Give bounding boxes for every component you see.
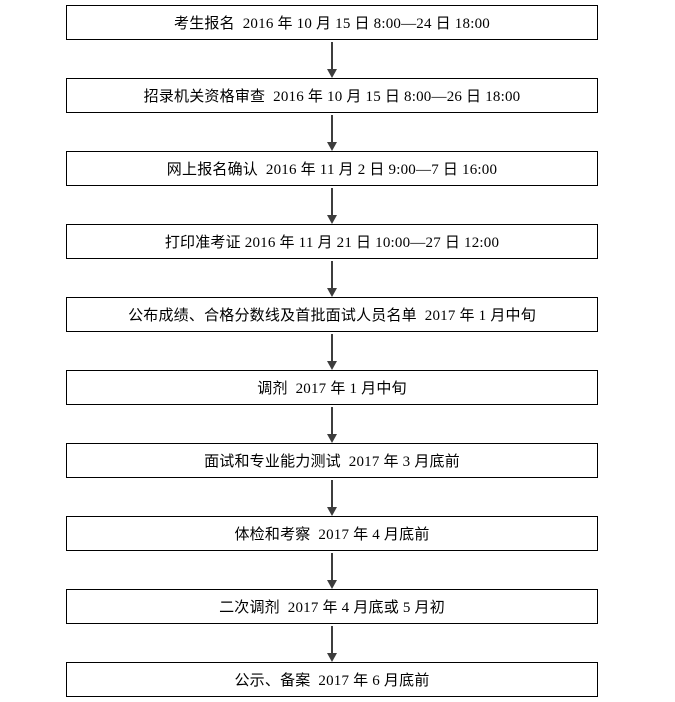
flow-step-3-online-confirmation: 网上报名确认 2016 年 11 月 2 日 9:00—7 日 16:00 <box>66 151 598 186</box>
arrow-line <box>331 334 333 361</box>
arrow-line <box>331 480 333 507</box>
arrow-down-icon <box>327 580 337 589</box>
flow-arrow-4 <box>66 259 598 297</box>
arrow-down-icon <box>327 434 337 443</box>
flow-step-1-candidate-registration: 考生报名 2016 年 10 月 15 日 8:00—24 日 18:00 <box>66 5 598 40</box>
flow-step-9-second-adjustment: 二次调剂 2017 年 4 月底或 5 月初 <box>66 589 598 624</box>
flow-arrow-9 <box>66 624 598 662</box>
flow-arrow-2 <box>66 113 598 151</box>
flow-step-4-print-admission-ticket: 打印准考证 2016 年 11 月 21 日 10:00—27 日 12:00 <box>66 224 598 259</box>
flow-arrow-5 <box>66 332 598 370</box>
flow-arrow-1 <box>66 40 598 78</box>
flow-step-5-publish-scores: 公布成绩、合格分数线及首批面试人员名单 2017 年 1 月中旬 <box>66 297 598 332</box>
flow-arrow-6 <box>66 405 598 443</box>
arrow-down-icon <box>327 142 337 151</box>
flow-arrow-3 <box>66 186 598 224</box>
arrow-down-icon <box>327 69 337 78</box>
process-flowchart: 考生报名 2016 年 10 月 15 日 8:00—24 日 18:00 招录… <box>66 5 598 697</box>
arrow-down-icon <box>327 653 337 662</box>
flow-arrow-7 <box>66 478 598 516</box>
arrow-down-icon <box>327 288 337 297</box>
arrow-line <box>331 626 333 653</box>
arrow-line <box>331 188 333 215</box>
flow-step-8-physical-exam-inspection: 体检和考察 2017 年 4 月底前 <box>66 516 598 551</box>
flow-step-7-interview-ability-test: 面试和专业能力测试 2017 年 3 月底前 <box>66 443 598 478</box>
flow-step-2-qualification-review: 招录机关资格审查 2016 年 10 月 15 日 8:00—26 日 18:0… <box>66 78 598 113</box>
arrow-down-icon <box>327 215 337 224</box>
arrow-line <box>331 553 333 580</box>
arrow-line <box>331 261 333 288</box>
arrow-line <box>331 115 333 142</box>
flow-arrow-8 <box>66 551 598 589</box>
arrow-line <box>331 42 333 69</box>
arrow-down-icon <box>327 361 337 370</box>
flow-step-6-adjustment: 调剂 2017 年 1 月中旬 <box>66 370 598 405</box>
arrow-down-icon <box>327 507 337 516</box>
flow-step-10-public-announcement: 公示、备案 2017 年 6 月底前 <box>66 662 598 697</box>
arrow-line <box>331 407 333 434</box>
